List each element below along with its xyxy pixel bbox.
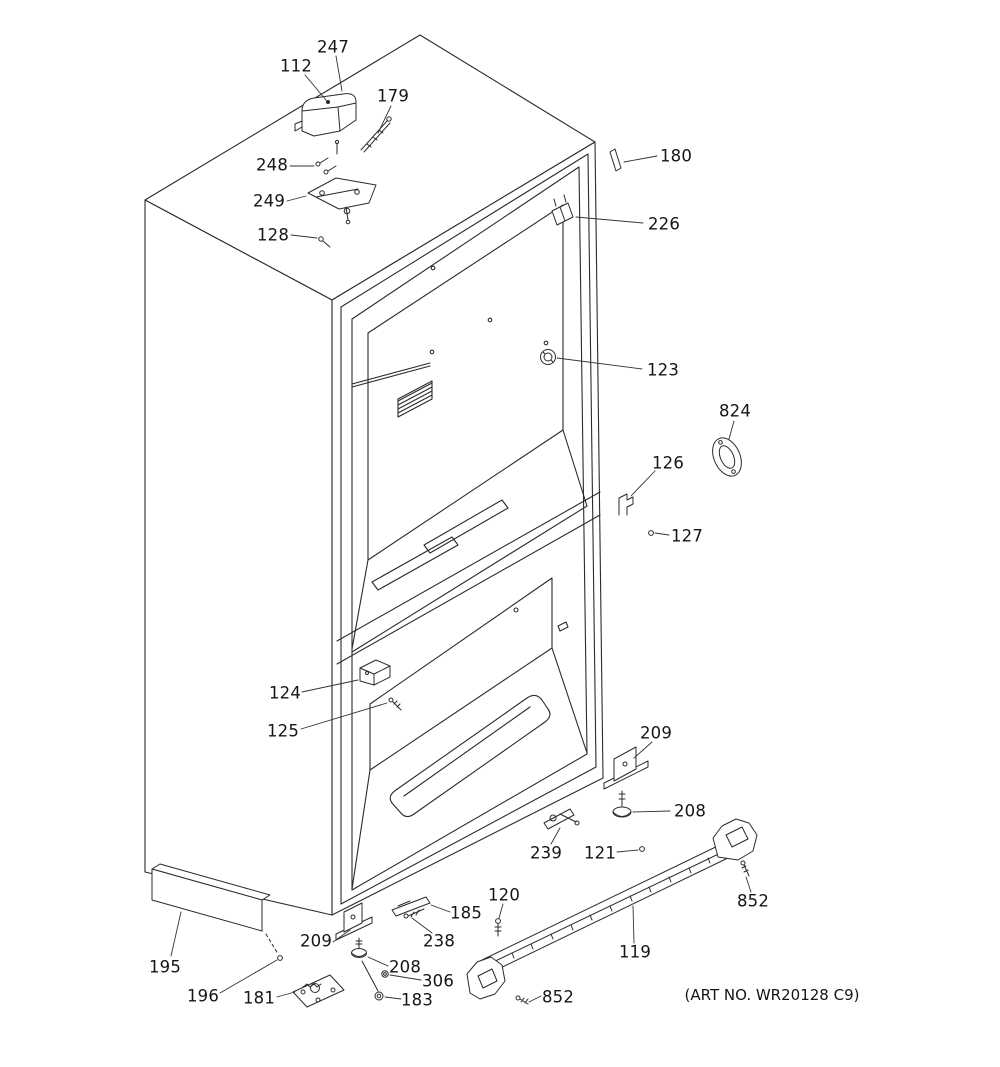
- callout-185: 185: [449, 903, 483, 923]
- callout-126: 126: [651, 453, 685, 473]
- leader-852-right: [745, 876, 752, 893]
- leader-824: [728, 420, 735, 440]
- part-121-plug: [639, 846, 645, 852]
- part-183-nut: [374, 991, 384, 1001]
- part-306-nut: [381, 970, 389, 978]
- callout-248: 248: [255, 155, 289, 175]
- leader-852-bottom: [528, 995, 542, 1003]
- callout-239: 239: [529, 843, 563, 863]
- callout-124: 124: [268, 683, 302, 703]
- callout-112: 112: [279, 56, 313, 76]
- leader-119: [632, 905, 635, 944]
- callout-196: 196: [186, 986, 220, 1006]
- part-226-switch: [551, 194, 574, 226]
- part-181-hinge-bottom: [292, 974, 345, 1008]
- callout-226: 226: [647, 214, 681, 234]
- leader-120: [498, 903, 504, 919]
- callout-238: 238: [422, 931, 456, 951]
- part-852-screw-right: [740, 860, 750, 877]
- part-209-bracket-left: [335, 902, 373, 941]
- leader-208-right: [632, 810, 671, 813]
- callout-180: 180: [659, 146, 693, 166]
- leader-249: [286, 195, 307, 202]
- leader-195: [170, 911, 182, 957]
- callout-852-bottom: 852: [541, 987, 575, 1007]
- leader-124: [301, 679, 359, 693]
- leader-181: [276, 991, 296, 998]
- part-209-bracket-right: [603, 746, 649, 790]
- leader-306: [389, 974, 422, 981]
- part-128-screw: [318, 236, 331, 248]
- leader-125: [300, 702, 388, 730]
- leader-239: [550, 827, 561, 845]
- part-208-leveling-leg-left: [351, 937, 379, 992]
- refrigerator-cabinet: [144, 34, 604, 916]
- part-179-screw: [334, 116, 392, 155]
- part-196-plug: [265, 933, 283, 961]
- leader-208-left: [367, 956, 389, 967]
- leader-238: [411, 917, 433, 934]
- leader-183: [384, 996, 402, 1000]
- leader-179: [377, 105, 392, 134]
- part-238-screw: [403, 908, 425, 919]
- part-120-screw: [494, 918, 502, 937]
- callout-181: 181: [242, 988, 276, 1008]
- leader-180: [623, 155, 658, 163]
- part-208-leveling-leg-right: [612, 790, 632, 818]
- part-125-screw: [388, 697, 402, 711]
- callout-208-left: 208: [388, 957, 422, 977]
- callout-179: 179: [376, 86, 410, 106]
- leader-209-right: [633, 741, 653, 759]
- callout-leader-lines: [170, 55, 752, 1003]
- parts-linework: [151, 93, 758, 1008]
- part-124-bracket: [359, 659, 391, 686]
- callout-183: 183: [400, 990, 434, 1010]
- callout-209-left: 209: [299, 931, 333, 951]
- leader-128: [290, 234, 318, 239]
- callout-121: 121: [583, 843, 617, 863]
- leader-123: [556, 357, 643, 370]
- callout-120: 120: [487, 885, 521, 905]
- callout-824: 824: [718, 401, 752, 421]
- part-127-plug: [648, 530, 654, 536]
- callout-127: 127: [670, 526, 704, 546]
- leader-121: [616, 849, 639, 853]
- leader-247: [335, 55, 343, 92]
- part-852-screw-bottom: [515, 995, 529, 1005]
- part-239-support: [543, 808, 580, 830]
- part-123-plug: [540, 349, 556, 365]
- callout-125: 125: [266, 721, 300, 741]
- part-248-screws: [315, 157, 337, 175]
- callout-209-right: 209: [639, 723, 673, 743]
- leader-226: [575, 216, 644, 224]
- callout-128: 128: [256, 225, 290, 245]
- part-195-kickplate: [151, 863, 271, 932]
- art-number: (ART NO. WR20128 C9): [684, 986, 860, 1004]
- callout-208-right: 208: [673, 801, 707, 821]
- callout-195: 195: [148, 957, 182, 977]
- part-112-cover: [294, 93, 357, 137]
- part-180-pin: [609, 148, 622, 172]
- callout-119: 119: [618, 942, 652, 962]
- leader-112: [304, 74, 327, 101]
- leader-209-left: [332, 929, 351, 943]
- callout-247: 247: [316, 37, 350, 57]
- part-126-bracket: [618, 493, 634, 516]
- leader-185: [430, 904, 451, 913]
- callout-249: 249: [252, 191, 286, 211]
- callout-852-right: 852: [736, 891, 770, 911]
- part-185-clip: [391, 896, 431, 917]
- leader-126: [630, 470, 656, 497]
- part-824-cover-plate: [712, 437, 742, 477]
- part-249-hinge-assembly: [307, 177, 377, 225]
- callout-123: 123: [646, 360, 680, 380]
- callout-306: 306: [421, 971, 455, 991]
- part-119-bottom-rail: [466, 818, 758, 1000]
- leader-127: [654, 532, 670, 536]
- leader-196: [219, 959, 278, 994]
